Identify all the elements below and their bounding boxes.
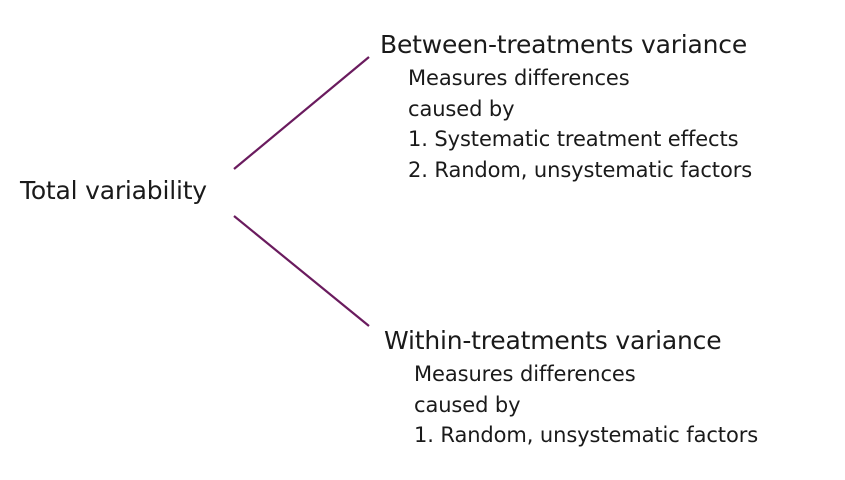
description-line: caused by [408, 96, 515, 121]
cause-item-random-factors: 2. Random, unsystematic factors [408, 157, 753, 182]
branch-description-within: Measures differences caused by 1. Random… [414, 359, 758, 451]
description-line: Measures differences [408, 66, 630, 90]
description-line: caused by [414, 392, 521, 417]
connector-to-within [233, 215, 370, 327]
connector-to-between [233, 56, 370, 170]
branch-title-between: Between-treatments variance [380, 30, 748, 59]
branch-title-within: Within-treatments variance [384, 326, 722, 355]
branch-description-between: Measures differences caused by 1. System… [408, 63, 752, 185]
cause-item-random-factors: 1. Random, unsystematic factors [414, 423, 759, 447]
branch-within-treatments: Within-treatments variance Measures diff… [384, 323, 758, 451]
root-node-total-variability: Total variability [20, 176, 207, 205]
branch-between-treatments: Between-treatments variance Measures dif… [380, 27, 752, 185]
cause-item-systematic-treatment-effects: 1. Systematic treatment effects [408, 127, 739, 151]
description-line: Measures differences [414, 362, 636, 386]
